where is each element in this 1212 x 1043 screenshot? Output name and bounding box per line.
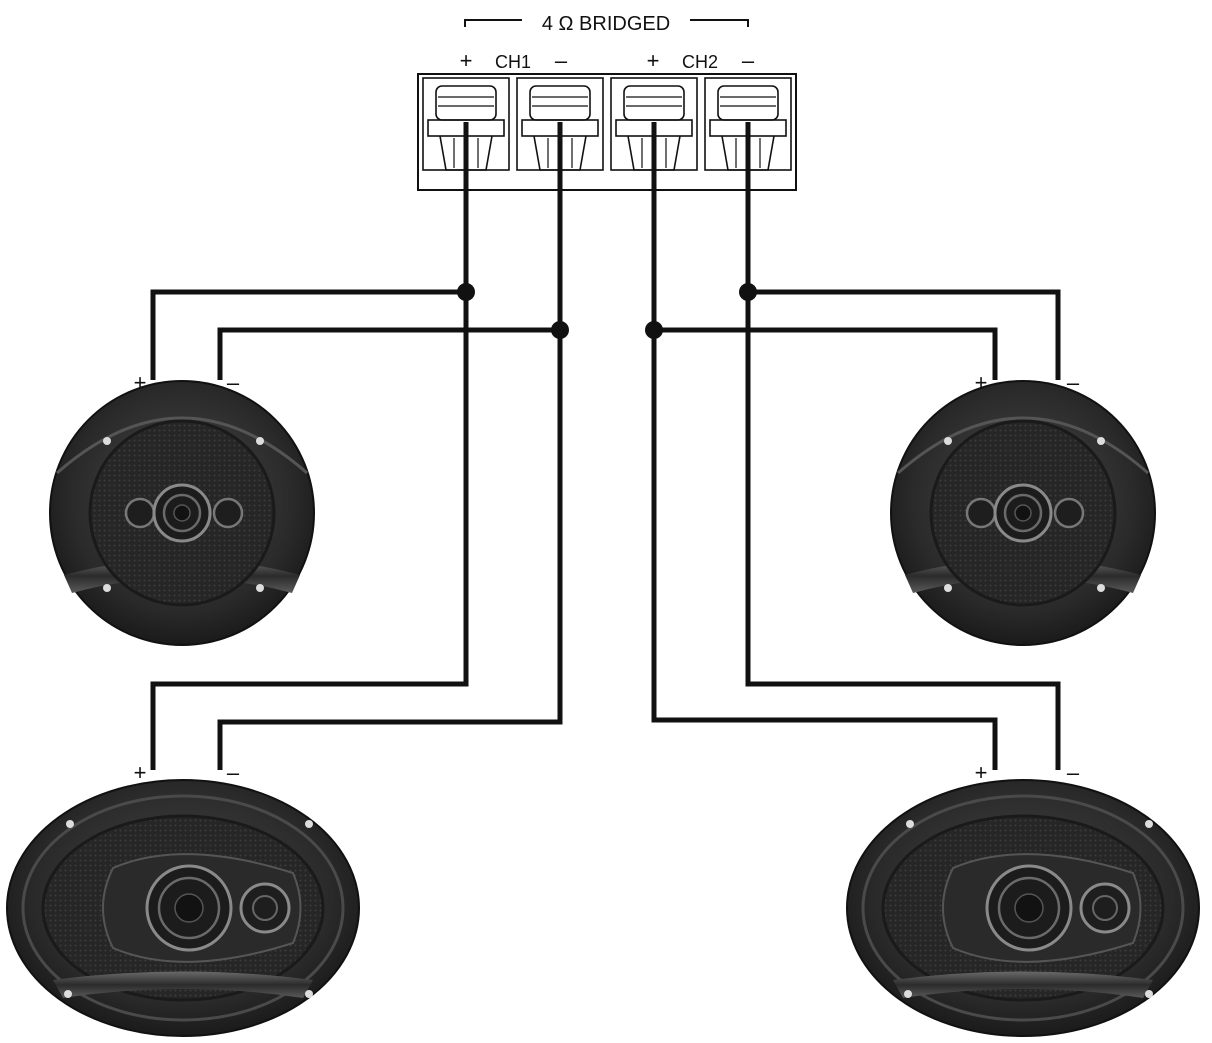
- wire-ch1-minus-branch: [217, 327, 560, 380]
- ch1-minus-sign: –: [555, 48, 568, 73]
- ch1-plus-sign: +: [460, 48, 473, 73]
- wires: [150, 122, 1061, 770]
- speaker-br-minus-sign: –: [1067, 760, 1080, 785]
- wire-ch1-plus-main: [150, 122, 469, 770]
- tweeter: [212, 497, 244, 529]
- ch1-label: CH1: [495, 52, 531, 72]
- wire-ch2-minus-branch: [748, 289, 1061, 380]
- speaker-bottom-left: [6, 779, 360, 1037]
- speaker-bottom-right: [846, 779, 1200, 1037]
- junction-dot: [457, 283, 475, 301]
- bridge-label: 4 Ω BRIDGED: [542, 13, 670, 35]
- wire-ch2-plus-branch: [654, 327, 998, 380]
- wire-ch1-minus-main: [217, 122, 563, 770]
- speaker-br-plus-sign: +: [975, 760, 988, 785]
- tweeter: [965, 497, 997, 529]
- speaker-bl-minus-sign: –: [227, 760, 240, 785]
- speaker-tl-minus-sign: –: [227, 370, 240, 395]
- speaker-bl-plus-sign: +: [134, 760, 147, 785]
- junction-dot: [645, 321, 663, 339]
- terminal-block: [417, 73, 797, 191]
- wire-ch2-plus-main: [651, 122, 998, 770]
- tweeter: [124, 497, 156, 529]
- ch2-label: CH2: [682, 52, 718, 72]
- tweeter: [1079, 882, 1131, 934]
- tweeter: [1053, 497, 1085, 529]
- ch2-plus-sign: +: [647, 48, 660, 73]
- wire-ch1-plus-branch: [150, 289, 466, 380]
- speaker-top-right: [890, 380, 1156, 646]
- junction-dot: [551, 321, 569, 339]
- speaker-top-left: [49, 380, 315, 646]
- bridge-bracket: [464, 19, 749, 27]
- junction-dot: [739, 283, 757, 301]
- ch2-minus-sign: –: [742, 48, 755, 73]
- wire-ch2-minus-main: [745, 122, 1061, 770]
- tweeter: [239, 882, 291, 934]
